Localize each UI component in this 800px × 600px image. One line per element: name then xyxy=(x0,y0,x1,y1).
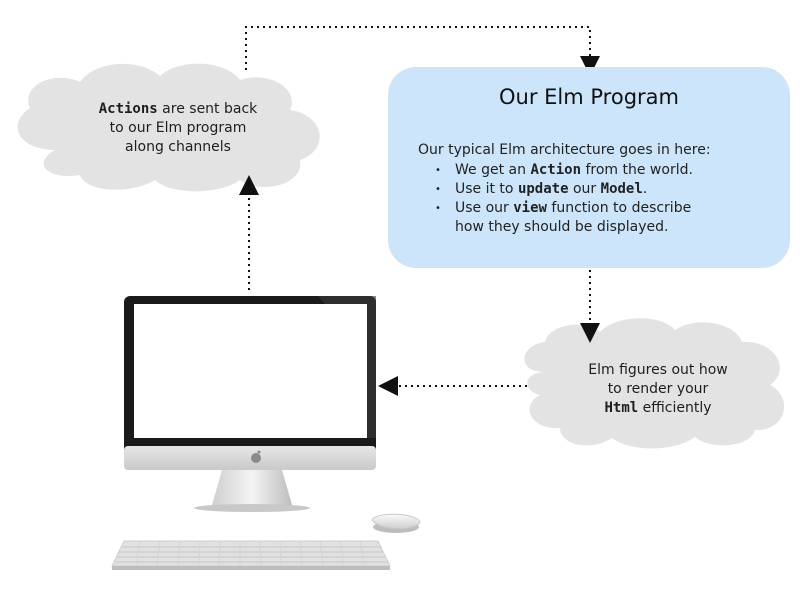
apple-logo-icon xyxy=(251,450,261,463)
cloud-right-text: Elm figures out how to render your Html … xyxy=(588,362,728,416)
bullet-view-continued: how they should be displayed. xyxy=(455,219,669,235)
mouse-icon xyxy=(371,513,421,533)
cloud-left-text: Actions are sent back to our Elm program… xyxy=(98,101,258,155)
program-intro: Our typical Elm architecture goes in her… xyxy=(418,142,711,158)
program-title: Our Elm Program xyxy=(499,85,679,109)
keyboard-icon xyxy=(111,540,391,570)
cloud-left xyxy=(17,63,320,192)
bullet-update: Use it to update our Model. xyxy=(435,180,693,199)
bullet-view: Use our view function to describe xyxy=(435,199,693,218)
program-bullets: We get an Action from the world. Use it … xyxy=(435,161,693,237)
actions-code: Actions xyxy=(98,101,158,117)
html-code: Html xyxy=(604,400,639,416)
elm-program-box: Our Elm Program Our typical Elm architec… xyxy=(388,67,790,268)
desktop-computer-icon xyxy=(124,296,376,512)
cloud-right xyxy=(524,318,785,449)
bullet-action: We get an Action from the world. xyxy=(435,161,693,180)
arrow-cloud-to-program xyxy=(245,26,600,76)
arrows xyxy=(239,26,600,396)
